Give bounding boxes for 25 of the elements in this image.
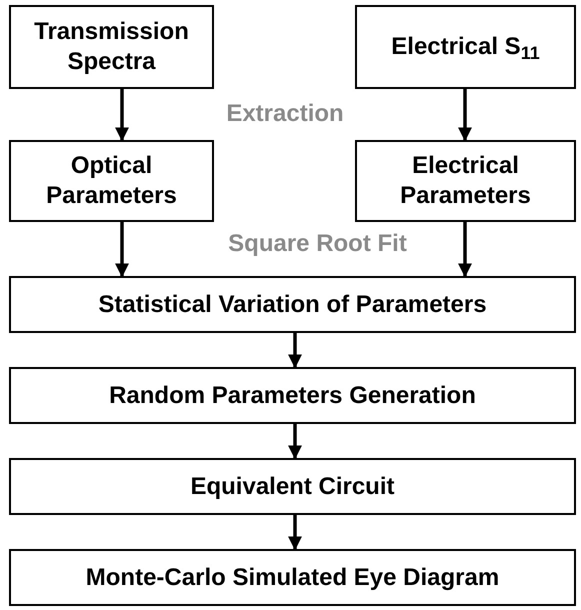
box-label: Statistical Variation of Parameters xyxy=(98,290,487,320)
arrow xyxy=(115,222,129,278)
process-box xyxy=(9,276,576,333)
arrow xyxy=(115,89,129,142)
process-box xyxy=(355,5,576,89)
arrow xyxy=(288,424,302,460)
process-box xyxy=(9,549,576,606)
arrow xyxy=(458,222,472,278)
box-label: Random Parameters Generation xyxy=(109,380,476,410)
step-label: Square Root Fit xyxy=(227,230,408,258)
process-box xyxy=(9,5,214,89)
arrow xyxy=(288,515,302,550)
box-label: Monte-Carlo Simulated Eye Diagram xyxy=(86,562,500,592)
box-label: Transmission Spectra xyxy=(33,17,190,77)
box-label: Electrical Parameters xyxy=(399,151,532,211)
process-box xyxy=(355,140,576,222)
step-label: Extraction xyxy=(225,100,345,128)
process-box xyxy=(9,140,214,222)
process-box xyxy=(9,367,576,424)
box-label: Optical Parameters xyxy=(45,151,178,211)
box-label: Electrical S$_{11}$ xyxy=(391,32,540,62)
box-label: Equivalent Circuit xyxy=(190,472,395,502)
process-box xyxy=(9,458,576,515)
arrow xyxy=(458,89,472,142)
arrow xyxy=(288,333,302,368)
